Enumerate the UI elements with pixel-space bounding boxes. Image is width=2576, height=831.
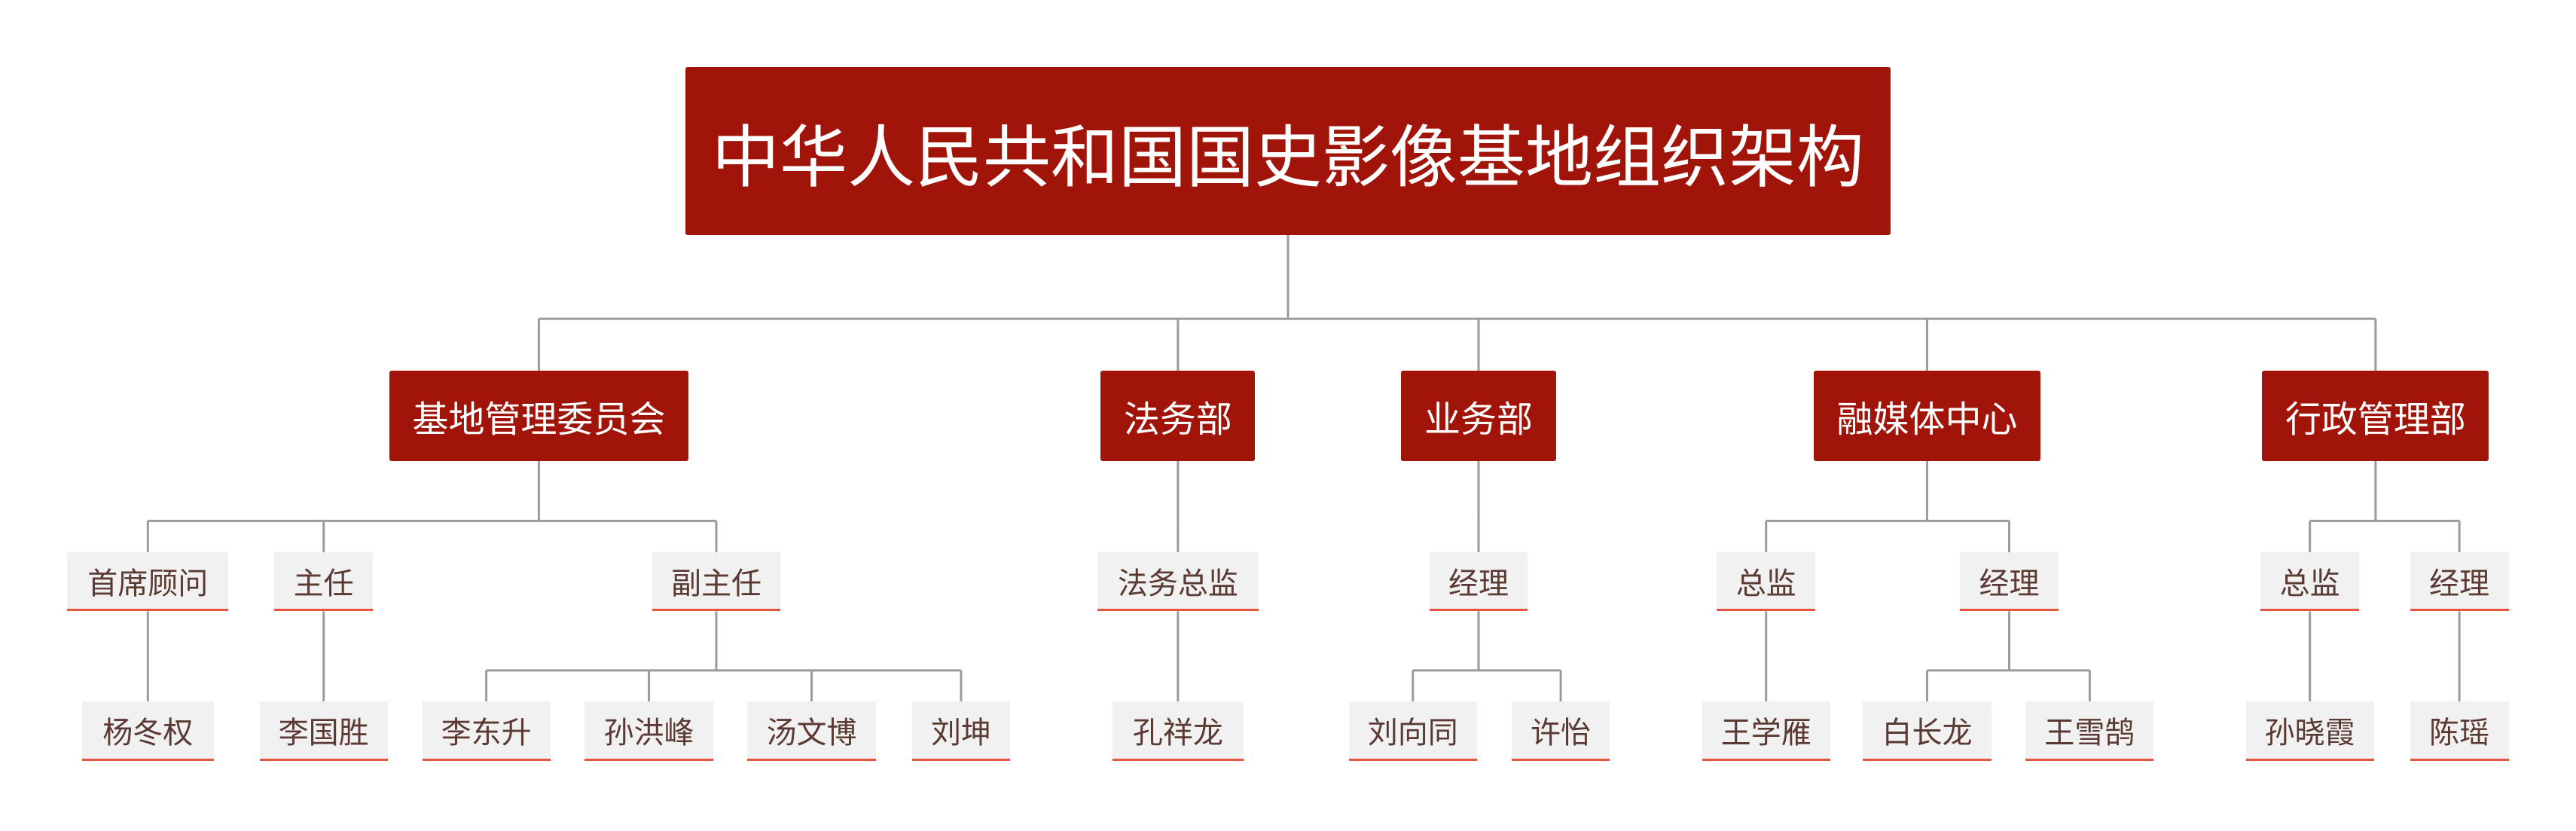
person-box-label: 白长龙 [1882, 716, 1973, 751]
role-box: 总监 [2260, 551, 2360, 612]
role-box-label: 副主任 [670, 566, 762, 601]
role-box-label: 经理 [1448, 566, 1509, 601]
department-box-label: 业务部 [1424, 398, 1533, 441]
person-box: 孙洪峰 [584, 701, 713, 761]
person-box: 杨冬权 [82, 701, 214, 761]
person-box-label: 杨冬权 [102, 716, 194, 751]
role-box: 经理 [2410, 551, 2509, 612]
role-box: 总监 [1717, 551, 1816, 612]
department-box-label: 法务部 [1123, 398, 1232, 441]
role-box-label: 法务总监 [1117, 566, 1238, 601]
chart-title-label: 中华人民共和国国史影像基地组织架构 [711, 118, 1864, 197]
person-box: 汤文博 [747, 701, 876, 761]
role-box: 首席顾问 [67, 551, 229, 612]
department-box: 行政管理部 [2262, 370, 2489, 461]
role-box-label: 经理 [1979, 566, 2040, 601]
department-box: 法务部 [1100, 370, 1256, 461]
person-box-label: 汤文博 [766, 716, 857, 751]
person-box-label: 陈瑶 [2429, 716, 2490, 751]
person-box-label: 孙晓霞 [2264, 716, 2355, 751]
person-box-label: 孔祥龙 [1132, 716, 1223, 751]
person-box: 王雪鹄 [2025, 701, 2154, 761]
person-box: 李国胜 [259, 701, 388, 761]
person-box-label: 王雪鹄 [2044, 716, 2135, 751]
role-box: 副主任 [652, 551, 781, 612]
person-box: 许怡 [1511, 701, 1610, 761]
department-box-label: 基地管理委员会 [412, 398, 666, 441]
chart-title: 中华人民共和国国史影像基地组织架构 [685, 67, 1891, 235]
department-box-label: 融媒体中心 [1836, 398, 2018, 441]
person-box: 孔祥龙 [1112, 701, 1244, 761]
role-box-label: 首席顾问 [87, 566, 209, 601]
person-box-label: 王学雁 [1720, 716, 1811, 751]
role-box: 法务总监 [1097, 551, 1259, 612]
person-box-label: 李国胜 [278, 716, 369, 751]
person-box-label: 孙洪峰 [603, 716, 694, 751]
person-box: 李东升 [422, 701, 551, 761]
person-box: 王学雁 [1702, 701, 1830, 761]
person-box: 白长龙 [1863, 701, 1992, 761]
person-box-label: 刘向同 [1367, 716, 1458, 751]
person-box-label: 李东升 [441, 716, 532, 751]
department-box-label: 行政管理部 [2285, 398, 2466, 441]
person-box-label: 许怡 [1531, 716, 1592, 751]
person-box: 陈瑶 [2410, 701, 2509, 761]
department-box: 业务部 [1401, 370, 1556, 461]
person-box: 刘坤 [911, 701, 1011, 761]
role-box-label: 经理 [2429, 566, 2490, 601]
department-box: 融媒体中心 [1813, 370, 2040, 461]
role-box-label: 总监 [1735, 566, 1796, 601]
person-box-label: 刘坤 [930, 716, 991, 751]
role-box-label: 主任 [293, 566, 354, 601]
role-box: 经理 [1960, 551, 2059, 612]
department-box: 基地管理委员会 [389, 370, 688, 461]
person-box: 刘向同 [1348, 701, 1477, 761]
role-box: 主任 [274, 551, 374, 612]
role-box: 经理 [1429, 551, 1528, 612]
role-box-label: 总监 [2279, 566, 2340, 601]
person-box: 孙晓霞 [2245, 701, 2374, 761]
